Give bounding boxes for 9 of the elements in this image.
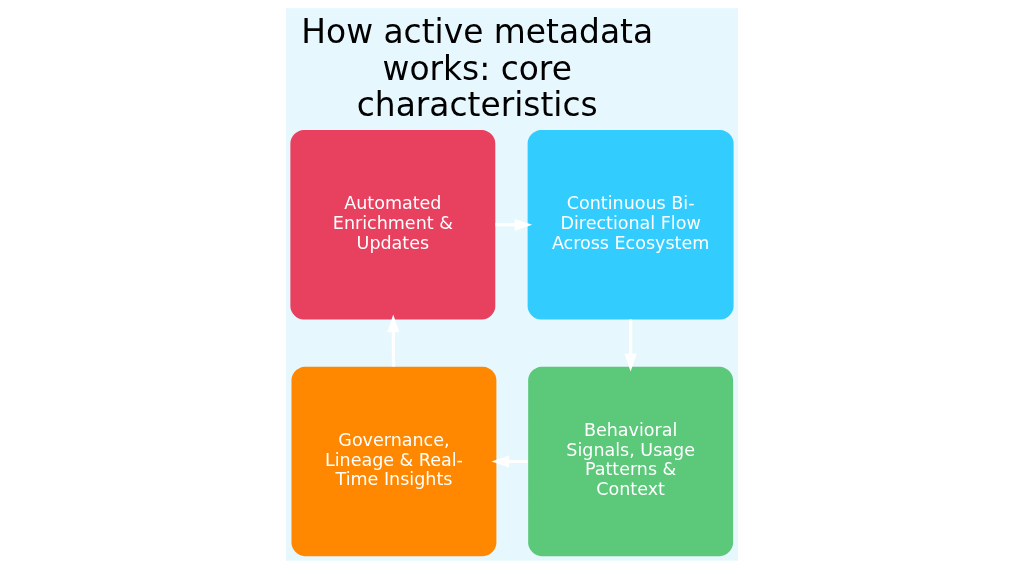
node-box: Automated Enrichment & Updates [290, 130, 496, 320]
arrow [491, 455, 528, 468]
arrow [495, 218, 533, 231]
node-box: Behavioral Signals, Usage Patterns & Context [528, 366, 734, 557]
node-box: Continuous Bi-Directional Flow Across Ecosystem [527, 130, 734, 320]
diagram-title: How active metadata works: core characteristics [301, 12, 654, 124]
node-box: Governance, Lineage & Real-Time Insights [291, 366, 497, 557]
arrow [624, 319, 637, 372]
arrow [387, 314, 400, 367]
